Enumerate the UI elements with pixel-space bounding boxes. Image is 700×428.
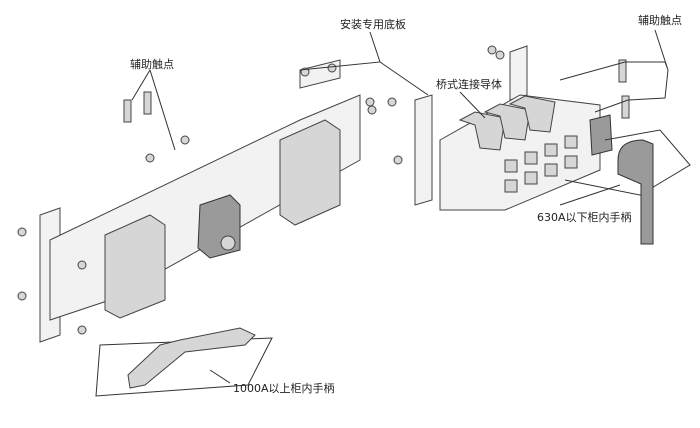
rotary-shaft-icon [220,235,236,251]
label-handle-1000a: 1000A以上柜内手柄 [233,381,335,395]
label-aux-contact-left: 辅助触点 [130,57,174,71]
right-rotary-mechanism [589,114,613,156]
rotary-mechanism [197,194,241,259]
label-handle-630a: 630A以下柜内手柄 [537,210,632,224]
right-switch-block [279,119,341,226]
aux-contacts-right [618,59,630,119]
screws-right [387,45,505,165]
left-switch-assembly [17,59,377,397]
handle-1000a-icon [127,327,256,389]
label-aux-contact-right: 辅助触点 [638,13,682,27]
aux-contacts-left [123,91,152,123]
handle-630a-frame [564,129,691,196]
left-switch-block [104,214,166,319]
bridge-conductors [458,95,556,151]
right-mounting-plate-left [414,94,433,206]
right-mounting-plate-top [509,45,528,101]
leader-lines [131,29,669,384]
label-bridge-conductor: 桥式连接导体 [436,77,502,91]
screws-left [17,63,377,335]
label-mounting-plate: 安装专用底板 [340,17,406,31]
terminal-windows [504,135,578,193]
handle-630a-icon [617,139,654,245]
right-switch-assembly [387,45,691,245]
